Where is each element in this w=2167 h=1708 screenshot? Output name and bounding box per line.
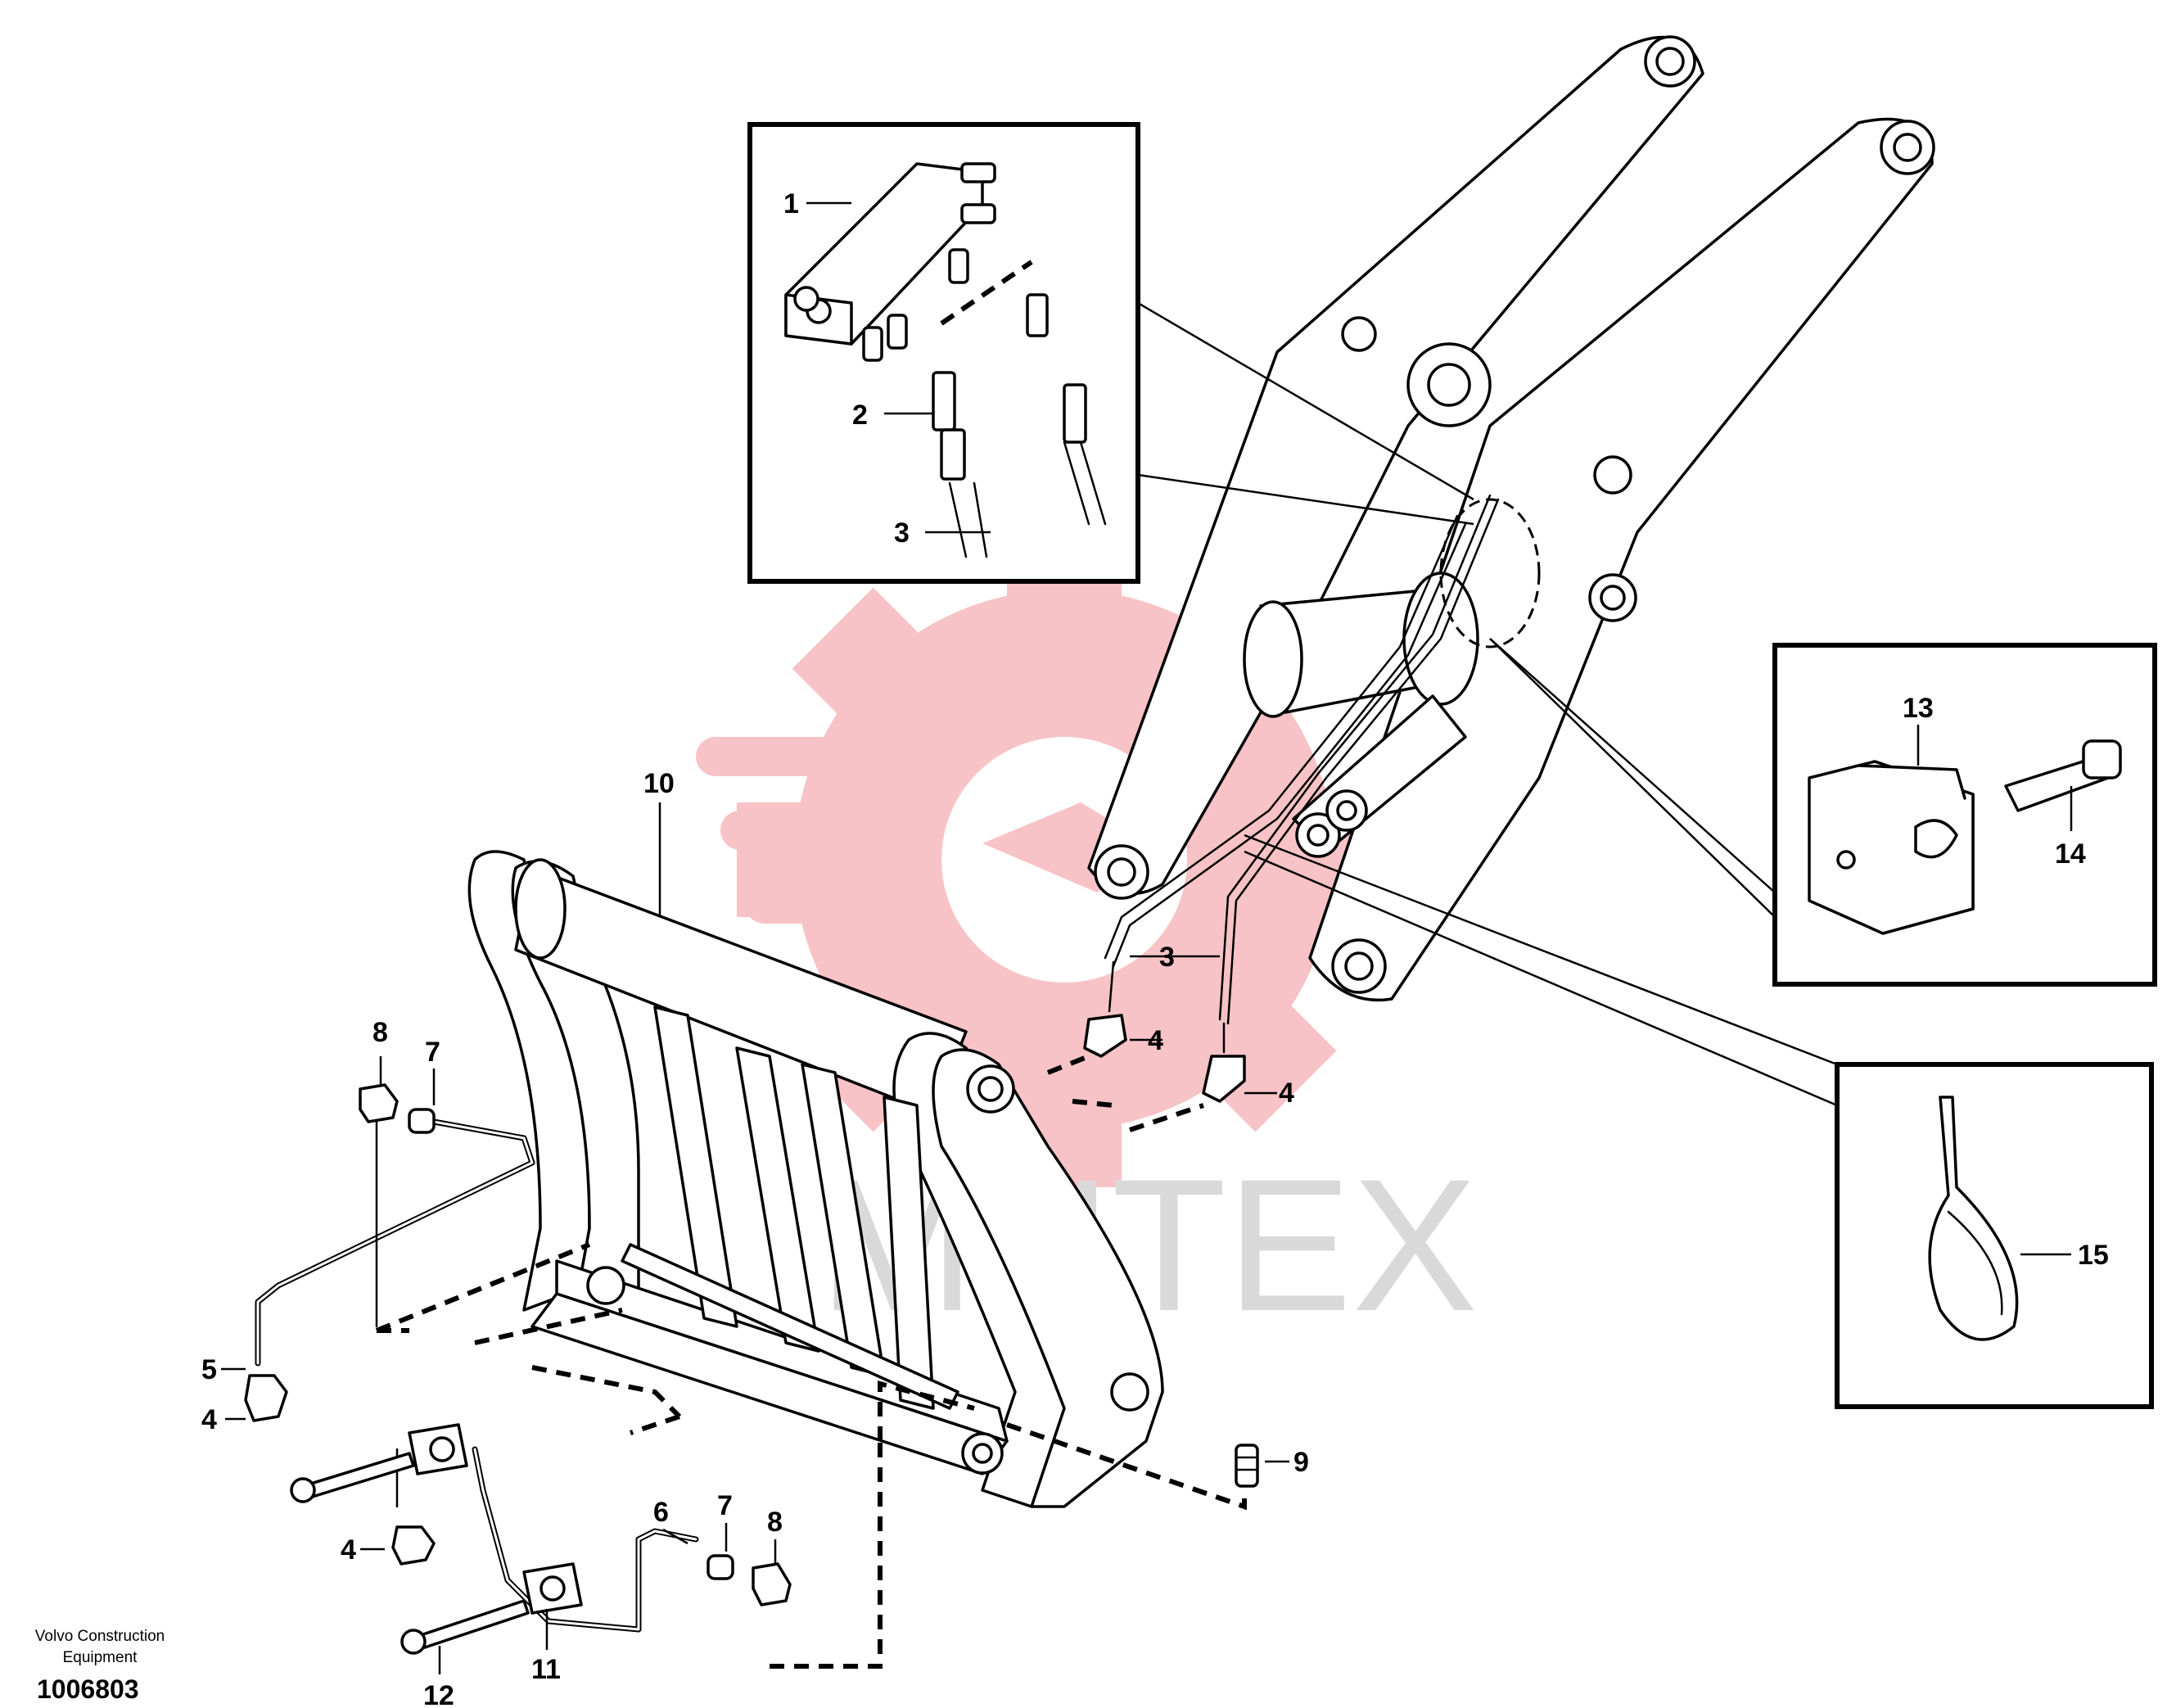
detail-box-cable-tie bbox=[1244, 834, 2154, 1409]
left-piping bbox=[255, 1118, 699, 1633]
callout-15: 15 bbox=[2078, 1240, 2109, 1271]
fitting-elbow-4-arm-b bbox=[1202, 1055, 1246, 1103]
callout-9: 9 bbox=[1293, 1447, 1309, 1478]
fitting-elbow-4-left-lower bbox=[391, 1525, 436, 1566]
callout-11: 11 bbox=[531, 1654, 561, 1685]
footer: Volvo Construction Equipment 1006803 bbox=[35, 1628, 165, 1704]
callout-14: 14 bbox=[2055, 838, 2086, 870]
callout-1: 1 bbox=[783, 188, 799, 219]
plug-9 bbox=[1235, 1444, 1259, 1488]
callout-7-upper: 7 bbox=[425, 1037, 440, 1068]
detail-box-manifold bbox=[747, 122, 1474, 584]
nipple-7-lower bbox=[707, 1554, 734, 1580]
callout-10: 10 bbox=[643, 768, 675, 799]
callout-6: 6 bbox=[653, 1497, 669, 1528]
callout-8-upper: 8 bbox=[372, 1017, 388, 1048]
callout-12: 12 bbox=[423, 1680, 454, 1708]
nipple-7-upper bbox=[408, 1108, 436, 1134]
callout-5: 5 bbox=[201, 1354, 217, 1385]
clamp-11-upper bbox=[408, 1423, 468, 1475]
cap-8-lower bbox=[752, 1562, 792, 1606]
bolt-12-upper bbox=[290, 1452, 415, 1503]
document-number: 1006803 bbox=[37, 1674, 139, 1704]
bolt-12-lower bbox=[400, 1599, 530, 1655]
callout-4-arm-b: 4 bbox=[1279, 1078, 1294, 1109]
callout-8-lower: 8 bbox=[767, 1507, 783, 1538]
fitting-elbow-4-arm-a bbox=[1083, 1014, 1127, 1058]
clamp-11-lower bbox=[522, 1562, 583, 1615]
callout-3-main: 3 bbox=[1159, 942, 1175, 973]
attachment-bracket bbox=[467, 850, 1164, 1508]
callout-13: 13 bbox=[1903, 693, 1934, 724]
callout-4-left-upper: 4 bbox=[201, 1404, 217, 1435]
callout-2: 2 bbox=[852, 400, 868, 431]
detail-box-clamp bbox=[1489, 638, 2157, 987]
brand-line-2: Equipment bbox=[63, 1649, 138, 1666]
callout-7-lower: 7 bbox=[717, 1490, 733, 1521]
cap-8-upper bbox=[359, 1083, 399, 1123]
callout-4-left-lower: 4 bbox=[341, 1534, 356, 1566]
fitting-elbow-4-left-upper bbox=[244, 1374, 288, 1422]
callouts: 1 2 3 3 4 4 4 4 5 6 7 7 8 8 9 10 11 12 1… bbox=[201, 188, 2109, 1708]
callout-3-detail: 3 bbox=[894, 517, 910, 549]
lift-arm-assembly bbox=[1087, 35, 1935, 1025]
leader-lines bbox=[221, 201, 2073, 1674]
callout-4-arm-a: 4 bbox=[1148, 1025, 1163, 1056]
brand-line-1: Volvo Construction bbox=[35, 1628, 165, 1645]
